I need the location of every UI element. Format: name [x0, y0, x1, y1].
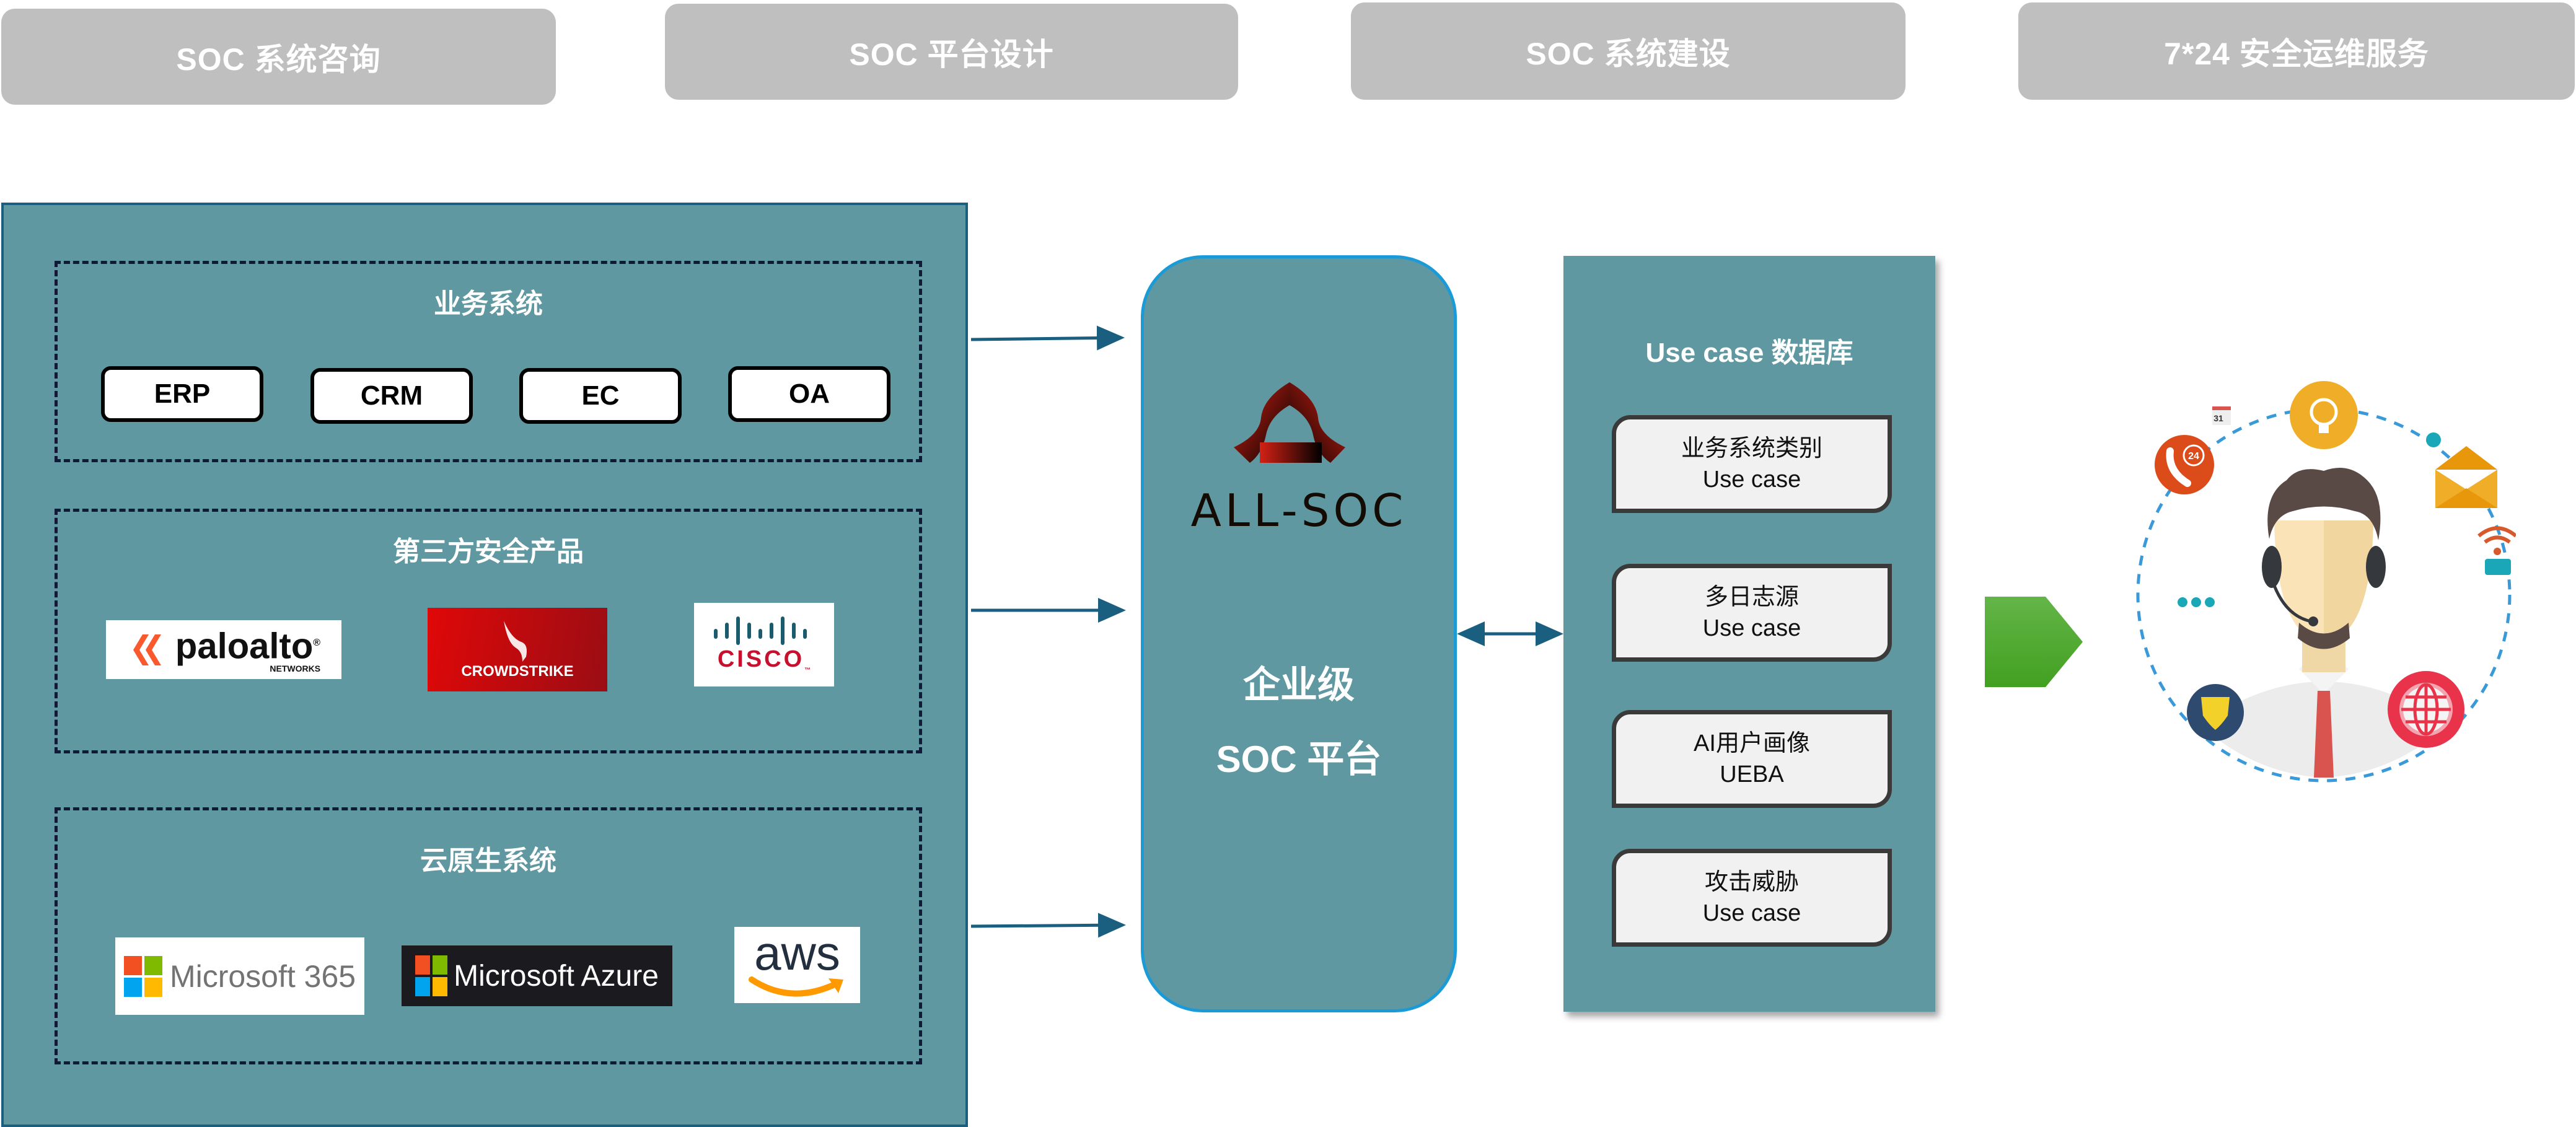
phase-soc-system-build[interactable]: SOC 系统建设	[1351, 2, 1906, 100]
aws-wordmark: aws	[754, 925, 840, 980]
group-title: 业务系统	[434, 289, 543, 319]
usecase-card-ueba[interactable]: AI用户画像 UEBA	[1612, 710, 1892, 808]
settings-dot-icon	[2426, 432, 2441, 447]
phase-label: SOC 平台设计	[849, 37, 1054, 72]
microsoft-squares-icon	[123, 955, 162, 997]
card-title: 业务系统类别	[1681, 436, 1822, 462]
group-title: 第三方安全产品	[393, 537, 584, 567]
phone-24h-icon: 24	[2155, 435, 2214, 494]
phase-soc-consulting[interactable]: SOC 系统咨询	[1, 9, 556, 105]
phase-soc-platform-design[interactable]: SOC 平台设计	[665, 4, 1238, 100]
azure-wordmark: Microsoft Azure	[454, 959, 659, 993]
enterprise-soc-platform: ALL-SOC 企业级 SOC 平台	[1141, 255, 1457, 1012]
card-subtitle: Use case	[1702, 615, 1801, 641]
next-step-arrow-icon	[1985, 597, 2083, 687]
globe-icon	[2388, 671, 2464, 748]
card-title: 多日志源	[1704, 584, 1799, 610]
paloalto-wordmark: paloalto	[175, 626, 314, 667]
system-erp[interactable]: ERP	[101, 366, 263, 422]
more-dots-icon	[2178, 597, 2215, 607]
registered-mark: ®	[313, 637, 321, 648]
third-party-security-group: 第三方安全产品 paloalto® NETWORKS CROWDSTRIKE	[55, 509, 922, 753]
microsoft365-wordmark: Microsoft 365	[169, 958, 356, 994]
email-icon	[2435, 446, 2497, 508]
cisco-bars-icon	[714, 616, 807, 646]
platform-label-line2: SOC 平台	[1216, 739, 1382, 780]
ops-service-illustration: 24 31	[2136, 381, 2516, 783]
platform-label-line1: 企业级	[1243, 664, 1355, 706]
phase-label: SOC 系统建设	[1526, 36, 1731, 71]
card-title: AI用户画像	[1694, 730, 1810, 756]
system-oa[interactable]: OA	[728, 366, 890, 422]
card-title: 攻击威胁	[1704, 869, 1799, 895]
crowdstrike-logo: CROWDSTRIKE	[428, 608, 607, 691]
phase-label: SOC 系统咨询	[176, 42, 381, 77]
phase-label: 7*24 安全运维服务	[2164, 36, 2429, 71]
calendar-icon: 31	[2212, 406, 2231, 425]
wifi-device-icon	[2477, 526, 2516, 575]
cisco-wordmark: CISCO	[717, 646, 805, 673]
cloud-native-group: 云原生系统 Microsoft 365 Microsoft Azure aws	[55, 807, 922, 1064]
paloalto-subtitle: NETWORKS	[270, 664, 321, 674]
arrow-business-to-platform	[970, 325, 1125, 351]
data-sources-panel: 业务系统 ERP CRM EC OA 第三方安全产品 paloalto® NET…	[1, 203, 968, 1127]
usecase-card-threat[interactable]: 攻击威胁 Use case	[1612, 849, 1892, 947]
usecase-database: Use case 数据库 业务系统类别 Use case 多日志源 Use ca…	[1563, 256, 1935, 1012]
amazon-smile-icon	[748, 976, 843, 997]
microsoft-squares-icon	[415, 955, 448, 996]
svg-text:31: 31	[2213, 413, 2223, 423]
agent-hair	[2267, 468, 2381, 540]
all-soc-wordmark: ALL-SOC	[1190, 485, 1407, 537]
usecase-card-multi-log[interactable]: 多日志源 Use case	[1612, 564, 1892, 662]
crowdstrike-wordmark: CROWDSTRIKE	[461, 662, 574, 680]
card-subtitle: Use case	[1702, 900, 1801, 926]
security-shield-icon	[2187, 684, 2244, 741]
paloalto-chevron-icon	[133, 634, 161, 665]
agent-tie	[2314, 691, 2334, 778]
trademark: ™	[804, 667, 811, 674]
azure-logo: Microsoft Azure	[402, 945, 672, 1006]
headset-icon	[2262, 546, 2282, 588]
business-systems-group: 业务系统 ERP CRM EC OA	[55, 261, 922, 462]
arrow-cloud-to-platform	[970, 913, 1126, 938]
svg-text:24: 24	[2188, 451, 2199, 462]
cisco-logo: CISCO™	[694, 603, 834, 686]
card-subtitle: Use case	[1702, 467, 1801, 493]
falcon-icon	[504, 620, 527, 662]
all-soc-logo-icon	[1234, 382, 1345, 463]
phase-24x7-ops-service[interactable]: 7*24 安全运维服务	[2018, 2, 2575, 100]
system-crm[interactable]: CRM	[310, 368, 473, 424]
aws-logo: aws	[734, 927, 860, 1003]
card-subtitle: UEBA	[1720, 761, 1784, 787]
paloalto-logo: paloalto® NETWORKS	[106, 620, 341, 679]
group-title: 云原生系统	[420, 846, 556, 876]
lightbulb-icon	[2290, 381, 2358, 449]
usecase-db-title: Use case 数据库	[1645, 338, 1853, 368]
microsoft365-logo: Microsoft 365	[115, 937, 364, 1015]
usecase-card-business[interactable]: 业务系统类别 Use case	[1612, 415, 1892, 513]
system-ec[interactable]: EC	[519, 368, 682, 424]
